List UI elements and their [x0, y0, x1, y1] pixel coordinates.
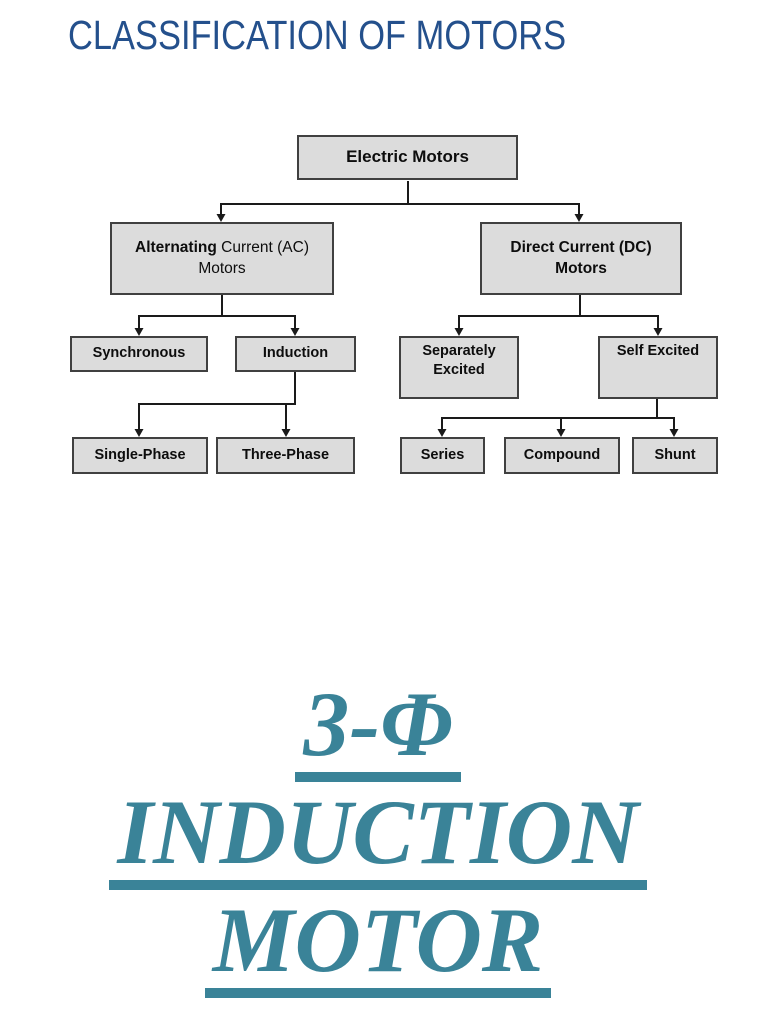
node-label-line2: Motors — [198, 259, 246, 277]
node-label-line2: Motors — [555, 259, 607, 277]
section-heading: 3-Φ INDUCTION MOTOR — [0, 678, 756, 1002]
node-synchronous: Synchronous — [70, 336, 208, 372]
connector-induction-split — [134, 372, 296, 437]
heading-line-3: MOTOR — [0, 894, 756, 998]
node-label: Compound — [523, 446, 601, 463]
node-label: Series — [420, 446, 465, 463]
node-label: Single-Phase — [94, 446, 186, 463]
node-shunt: Shunt — [632, 437, 718, 474]
arrowhead-icon — [556, 429, 566, 437]
page-title: CLASSIFICATION OF MOTORS — [68, 12, 661, 59]
connector-ac-split — [134, 295, 300, 336]
arrowhead-icon — [290, 328, 300, 336]
node-label-line2: Excited — [433, 362, 485, 379]
connector-self-excited-split — [437, 399, 679, 437]
arrowhead-icon — [216, 214, 226, 222]
node-single-phase: Single-Phase — [72, 437, 208, 474]
node-label: Synchronous — [92, 345, 186, 362]
motor-classification-flowchart: Electric Motors Alternating Current (AC)… — [0, 0, 768, 500]
node-dc-motors: Direct Current (DC) Motors — [480, 222, 682, 295]
node-label-line1: Direct Current (DC) — [510, 238, 652, 256]
connector-lines — [134, 181, 679, 437]
arrowhead-icon — [669, 429, 679, 437]
node-electric-motors: Electric Motors — [297, 135, 518, 180]
node-series: Series — [400, 437, 485, 474]
node-label-line1: Alternating Current (AC) — [135, 238, 309, 259]
node-label-bold-part: Alternating — [135, 238, 217, 256]
heading-line-3-text: MOTOR — [204, 894, 552, 998]
node-label: Self Excited — [616, 343, 700, 359]
page-title-text: CLASSIFICATION OF MOTORS — [68, 12, 567, 58]
arrowhead-icon — [574, 214, 584, 222]
heading-line-2-text: INDUCTION — [109, 786, 647, 890]
arrowhead-icon — [437, 429, 447, 437]
node-label: Electric Motors — [346, 147, 469, 167]
node-ac-motors: Alternating Current (AC) Motors — [110, 222, 334, 295]
heading-line-1-text: 3-Φ — [295, 678, 461, 782]
node-label-line1: Separately — [422, 343, 496, 359]
heading-line-1: 3-Φ — [0, 678, 756, 782]
node-label: Shunt — [654, 446, 696, 463]
connector-dc-split — [454, 295, 663, 336]
connector-root-split — [216, 181, 584, 222]
node-separately-excited: Separately Excited — [399, 336, 519, 399]
node-self-excited: Self Excited — [598, 336, 718, 399]
heading-line-2: INDUCTION — [0, 786, 756, 890]
arrowhead-icon — [454, 328, 464, 336]
node-label: Induction — [262, 345, 329, 362]
node-label: Three-Phase — [241, 446, 330, 463]
node-label-rest: Current (AC) — [216, 238, 309, 256]
arrowhead-icon — [281, 429, 291, 437]
node-compound: Compound — [504, 437, 620, 474]
arrowhead-icon — [134, 429, 144, 437]
node-induction: Induction — [235, 336, 356, 372]
arrowhead-icon — [653, 328, 663, 336]
arrowhead-icon — [134, 328, 144, 336]
node-three-phase: Three-Phase — [216, 437, 355, 474]
